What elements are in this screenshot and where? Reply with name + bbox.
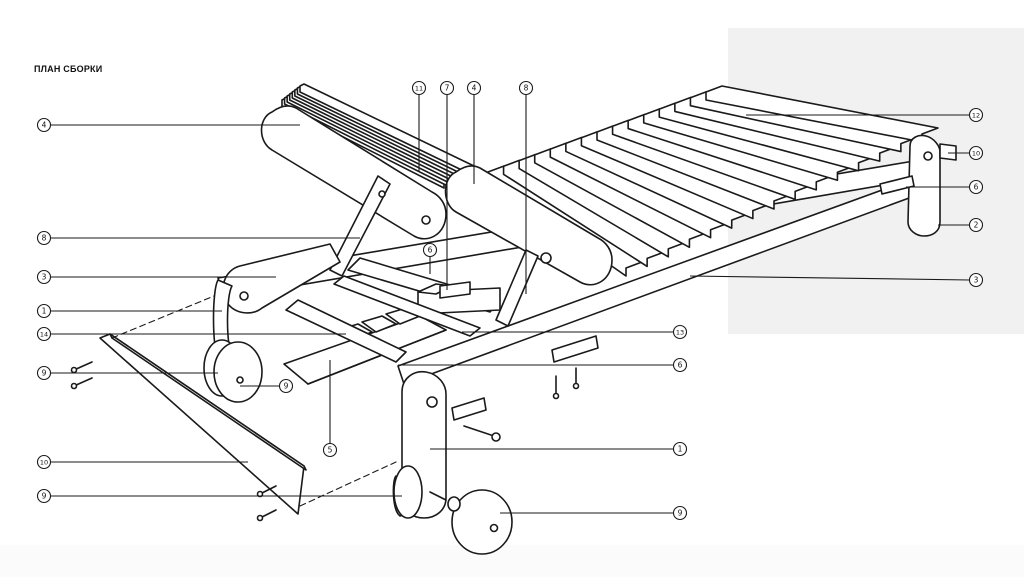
front-board	[99, 333, 307, 515]
callout-number: 9	[42, 492, 47, 501]
cross-block-mid	[551, 335, 599, 363]
diagram-title: ПЛАН СБОРКИ	[34, 64, 103, 74]
callout-left-9b: 9	[36, 488, 52, 504]
head-leg	[907, 134, 957, 237]
callout-right-9: 9	[672, 505, 688, 521]
callout-right-6b: 6	[672, 357, 688, 373]
callout-top-4: 4	[466, 80, 482, 96]
callout-number: 9	[284, 382, 289, 391]
callout-number: 9	[42, 369, 47, 378]
callout-number: 12	[972, 112, 980, 120]
callout-top-7: 7	[439, 80, 455, 96]
wheel-rear-back	[393, 465, 423, 519]
callout-left-9a: 9	[36, 365, 52, 381]
wheel-front	[213, 341, 263, 403]
callout-markers: 4 8 3 1 14 9 10 9 11 7 4 8 6 9 5 12 10 6 2 3 13 6 1 9	[36, 80, 984, 521]
callout-right-13: 13	[672, 324, 688, 340]
leader-lines	[50, 94, 970, 514]
callout-number: 3	[974, 276, 979, 285]
callout-number: 6	[678, 361, 683, 370]
callout-number: 5	[328, 446, 333, 455]
assembly-guides	[111, 295, 397, 507]
callout-right-10: 10	[968, 145, 984, 161]
callout-inner-6: 6	[422, 242, 438, 258]
backrest-slats	[281, 83, 475, 189]
callout-left-4: 4	[36, 117, 52, 133]
callout-number: 7	[445, 84, 450, 93]
cross-block-rear	[451, 397, 487, 421]
callout-number: 1	[42, 307, 47, 316]
callout-number: 11	[415, 85, 423, 93]
callout-top-8: 8	[518, 80, 534, 96]
wheel-rear	[447, 489, 513, 555]
backrest-support-far	[495, 249, 539, 327]
callout-number: 14	[40, 331, 48, 339]
front-leg-near	[222, 243, 341, 314]
cross-block-head	[879, 175, 915, 195]
callout-number: 10	[972, 150, 980, 158]
cross-bar	[285, 275, 481, 363]
callout-left-10: 10	[36, 454, 52, 470]
callout-left-14: 14	[36, 326, 52, 342]
callout-number: 9	[678, 509, 683, 518]
callout-left-3: 3	[36, 269, 52, 285]
callout-right-12: 12	[968, 107, 984, 123]
callout-left-1: 1	[36, 303, 52, 319]
callout-right-6a: 6	[968, 179, 984, 195]
backrest-support-near	[329, 175, 391, 277]
callout-number: 3	[42, 273, 47, 282]
callout-number: 8	[524, 84, 529, 93]
backrest-board-near	[260, 105, 447, 240]
callout-number: 6	[974, 183, 979, 192]
screws	[70, 361, 580, 522]
callout-number: 2	[974, 221, 979, 230]
callout-number: 8	[42, 234, 47, 243]
scan-shading-bottom	[0, 545, 1024, 577]
callout-number: 1	[678, 445, 683, 454]
leader-line	[689, 275, 970, 281]
seat-slat	[705, 85, 939, 143]
callout-top-11: 11	[411, 80, 427, 96]
callout-left-8: 8	[36, 230, 52, 246]
callout-bottom-5: 5	[322, 442, 338, 458]
callout-right-1: 1	[672, 441, 688, 457]
callout-number: 13	[676, 329, 684, 337]
callout-number: 6	[428, 246, 433, 255]
callout-wheel-9: 9	[278, 378, 294, 394]
callout-right-3: 3	[968, 272, 984, 288]
callout-right-2: 2	[968, 217, 984, 233]
callout-number: 4	[42, 121, 47, 130]
callout-number: 10	[40, 459, 48, 467]
callout-number: 4	[472, 84, 477, 93]
